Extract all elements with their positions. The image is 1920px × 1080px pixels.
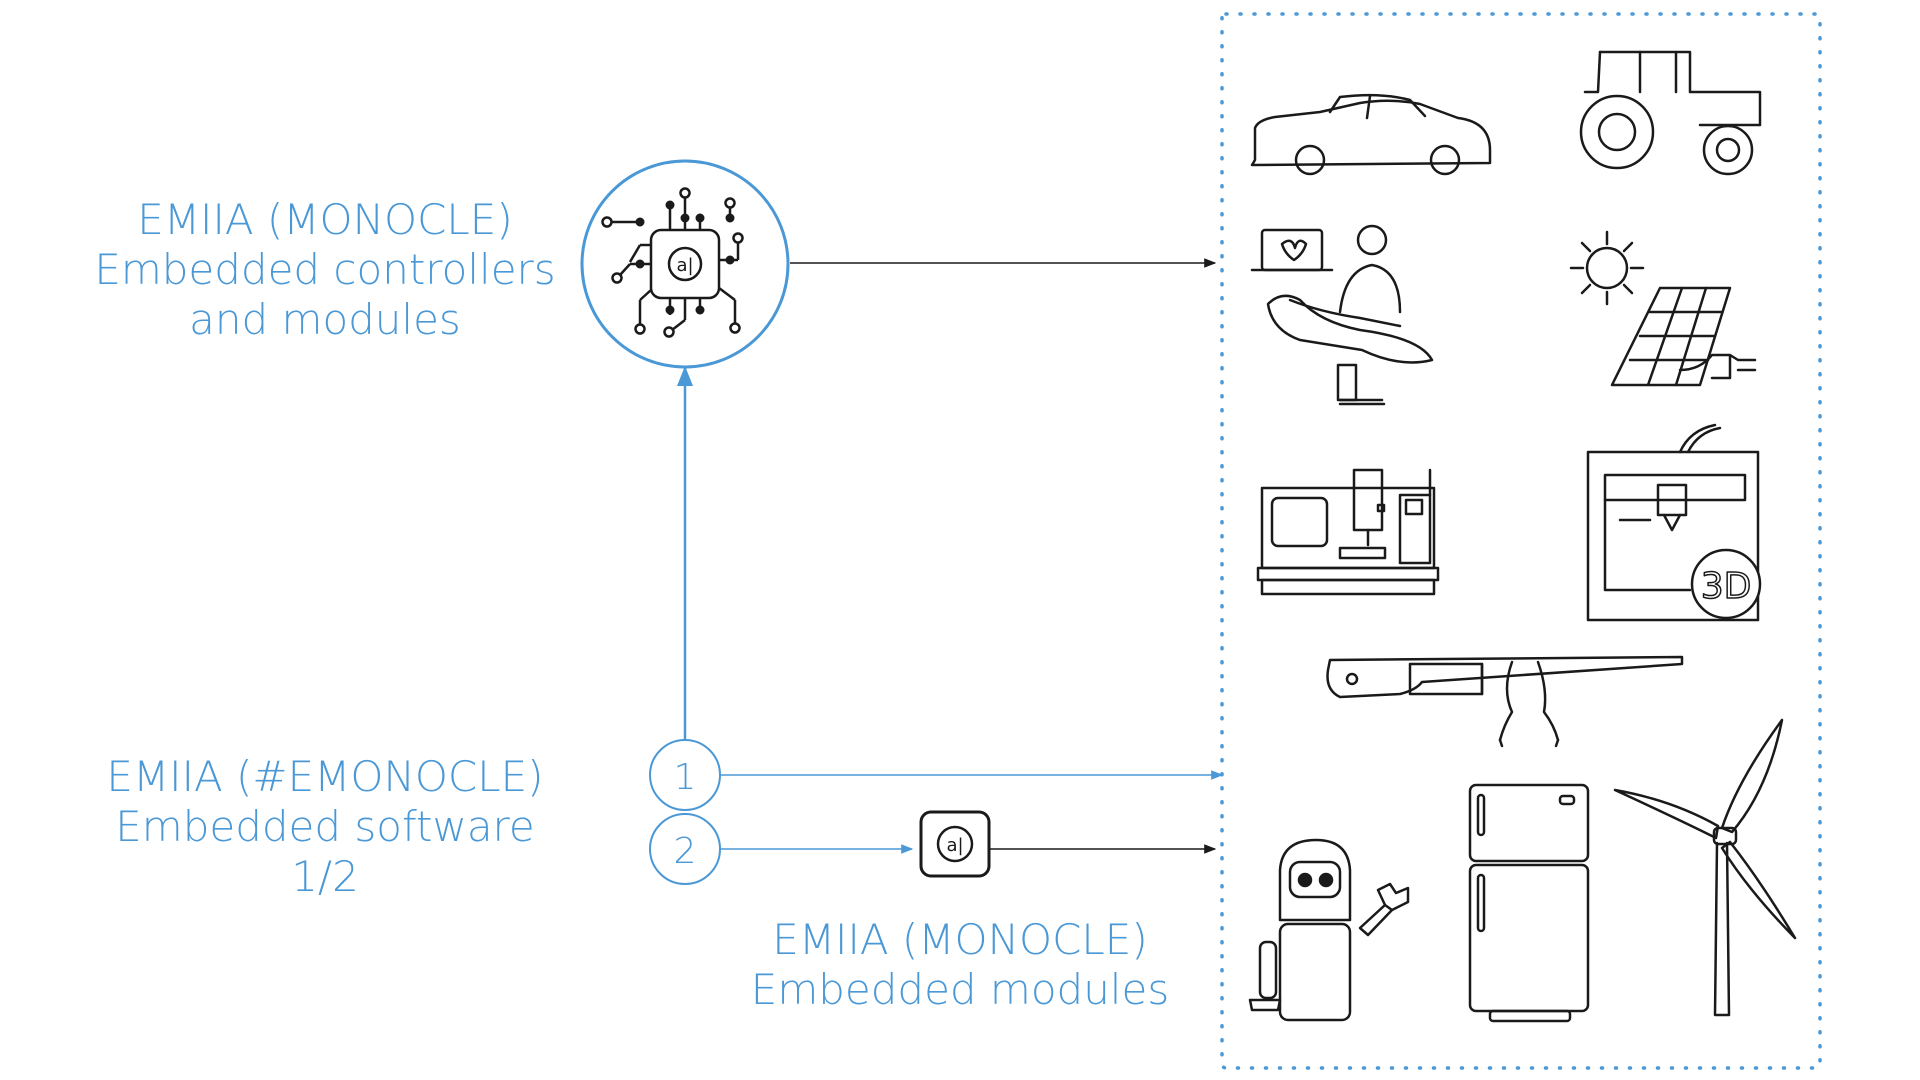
car-icon [1250, 93, 1492, 176]
3d-printer-icon: 3D [1586, 423, 1762, 622]
software-label-line2: Embedded software [115, 802, 535, 851]
svg-text:1: 1 [674, 757, 697, 798]
tractor-icon [1579, 50, 1762, 176]
solar-energy-icon [1569, 230, 1757, 387]
refrigerator-icon [1468, 783, 1590, 1023]
robot-icon [1248, 838, 1410, 1022]
modules-label-line1: EMIIA (MONOCLE) [772, 915, 1148, 964]
controllers-label-line1: EMIIA (MONOCLE) [137, 195, 513, 244]
smart-glasses-icon [1326, 655, 1684, 748]
applications-container [1220, 12, 1822, 1070]
controllers-label-line2: Embedded controllers [94, 245, 556, 294]
badge-2: 2 [649, 813, 721, 885]
software-label: EMIIA (#EMONOCLE) Embedded software 1/2 [60, 752, 590, 902]
cnc-machine-icon [1256, 468, 1440, 596]
controller-node: a| [580, 159, 790, 369]
svg-text:2: 2 [674, 831, 697, 872]
badge-1: 1 [649, 739, 721, 811]
controllers-label-line3: and modules [189, 295, 461, 344]
controllers-label: EMIIA (MONOCLE) Embedded controllers and… [60, 195, 590, 345]
3d-badge: 3D [1701, 566, 1752, 607]
svg-text:a|: a| [946, 835, 963, 856]
modules-label: EMIIA (MONOCLE) Embedded modules [720, 915, 1200, 1015]
module-chip-icon: a| [919, 810, 991, 878]
chip-label: a| [676, 255, 693, 276]
software-label-line1: EMIIA (#EMONOCLE) [106, 752, 544, 801]
modules-label-line2: Embedded modules [750, 965, 1170, 1014]
chip-icon [601, 187, 744, 338]
wind-turbine-icon [1613, 718, 1797, 1017]
software-label-line3: 1/2 [291, 852, 359, 901]
dentist-chair-icon [1250, 224, 1434, 406]
